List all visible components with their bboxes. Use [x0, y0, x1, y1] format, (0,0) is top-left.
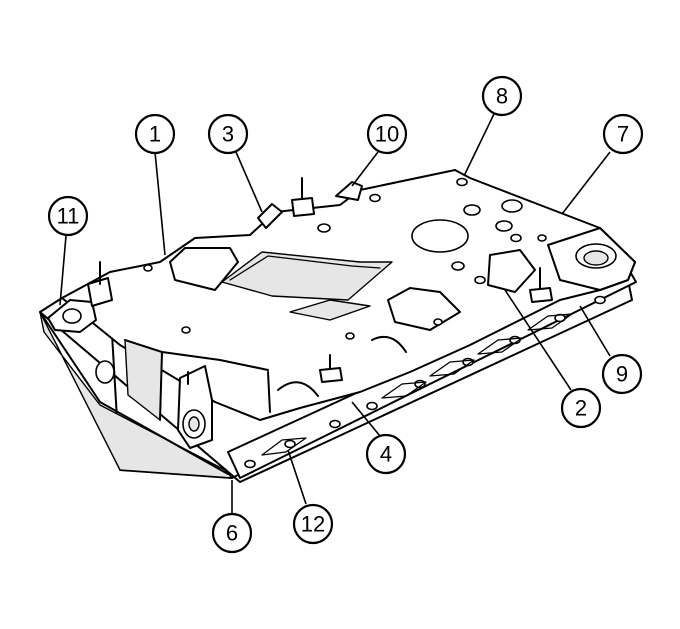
callout-8: 8 [481, 75, 523, 117]
callout-12: 12 [292, 503, 334, 545]
leader-12 [287, 449, 307, 505]
leader-3 [235, 151, 263, 213]
callout-2-label: 2 [575, 396, 587, 421]
callout-2: 2 [560, 387, 602, 429]
callout-11-label: 11 [57, 204, 80, 229]
runner-right [487, 249, 536, 293]
callout-3-label: 3 [222, 122, 234, 147]
leader-9 [579, 305, 611, 357]
callout-4-label: 4 [380, 442, 392, 467]
runner-mid [387, 287, 461, 331]
callout-10: 10 [366, 113, 408, 155]
callout-12-label: 12 [301, 512, 325, 537]
studs [99, 177, 553, 385]
leader-lines [59, 113, 611, 514]
intake-manifold-drawing [39, 169, 637, 483]
callout-8-label: 8 [496, 84, 508, 109]
bolt-hole-left [62, 308, 82, 324]
base-side-face [39, 311, 233, 479]
callout-6: 6 [211, 512, 253, 554]
callout-11: 11 [47, 195, 89, 237]
leader-7 [561, 151, 611, 215]
callout-9-label: 9 [616, 362, 628, 387]
callout-3: 3 [207, 113, 249, 155]
callout-10-label: 10 [375, 122, 399, 147]
callout-1: 1 [134, 113, 176, 155]
callout-6-label: 6 [226, 521, 238, 546]
leader-4 [351, 401, 381, 437]
callout-1-label: 1 [149, 122, 161, 147]
plenum-opening [221, 251, 393, 301]
leader-11 [59, 235, 67, 306]
callout-9: 9 [601, 353, 643, 395]
leader-8 [463, 113, 495, 177]
callout-7-label: 7 [617, 122, 629, 147]
callout-4: 4 [365, 433, 407, 475]
leader-1 [154, 151, 166, 256]
leader-10 [351, 151, 379, 187]
throttle-bore [411, 219, 469, 253]
leader-2 [504, 289, 572, 391]
callout-7: 7 [602, 113, 644, 155]
runner-left [169, 247, 239, 291]
